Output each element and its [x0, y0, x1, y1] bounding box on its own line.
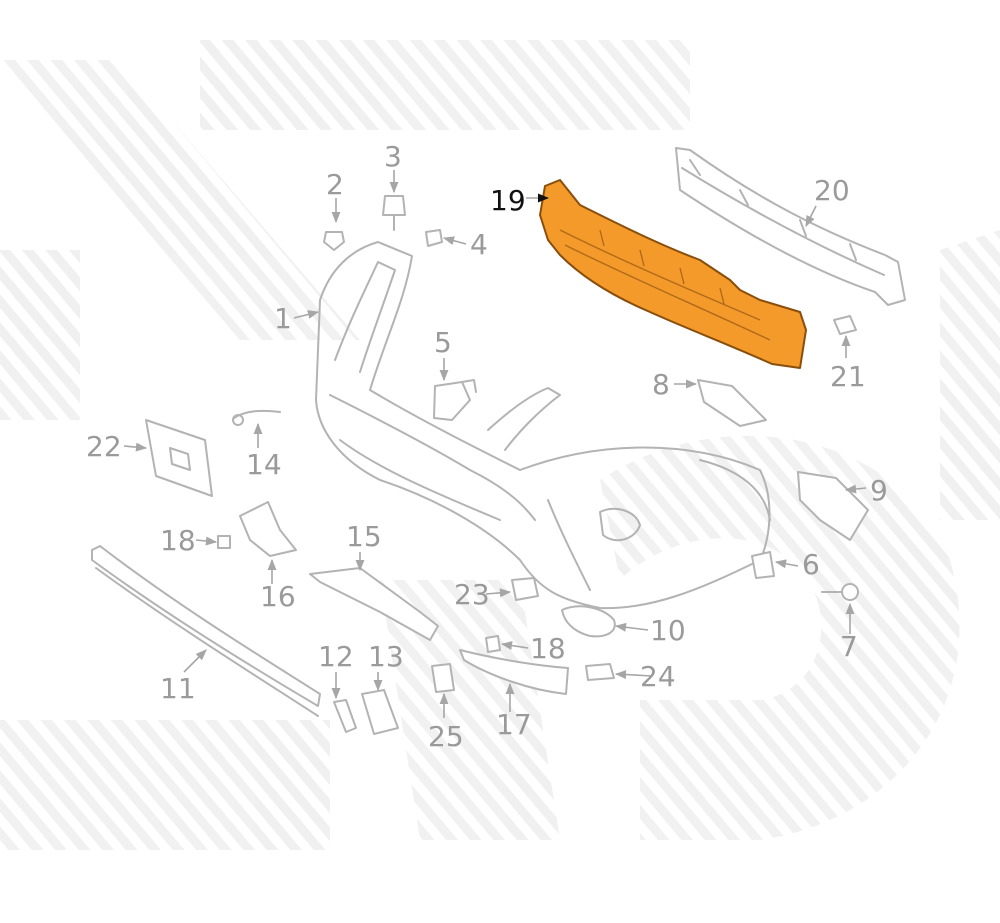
callout-8: 8 [652, 368, 670, 401]
callout-23: 23 [454, 578, 490, 611]
callout-2: 2 [326, 168, 344, 201]
callout-10: 10 [650, 614, 686, 647]
callout-4: 4 [470, 228, 488, 261]
bumper-cover [315, 241, 771, 610]
callout-labels: 1 2 3 4 5 6 7 8 9 10 11 12 13 14 15 16 1… [86, 140, 888, 753]
callout-21: 21 [830, 360, 866, 393]
callout-19: 19 [490, 184, 526, 217]
leader-lines [123, 170, 867, 718]
callout-12: 12 [318, 640, 354, 673]
callout-5: 5 [434, 326, 452, 359]
small-parts [91, 195, 869, 735]
callout-24: 24 [640, 660, 676, 693]
callout-6: 6 [802, 548, 820, 581]
callout-17: 17 [496, 708, 532, 741]
callout-13: 13 [368, 640, 404, 673]
callout-3: 3 [384, 140, 402, 173]
callout-7: 7 [840, 630, 858, 663]
energy-absorber-highlighted [539, 179, 807, 369]
callout-22: 22 [86, 430, 122, 463]
callout-1: 1 [274, 302, 292, 335]
callout-14: 14 [246, 448, 282, 481]
reinforcement-beam [675, 147, 906, 306]
callout-20: 20 [814, 174, 850, 207]
callout-9: 9 [870, 474, 888, 507]
callout-25: 25 [428, 720, 464, 753]
callout-16: 16 [260, 580, 296, 613]
callout-18-left: 18 [160, 524, 196, 557]
callout-18-right: 18 [530, 632, 566, 665]
callout-15: 15 [346, 520, 382, 553]
watermark [0, 40, 1000, 850]
callout-11: 11 [160, 672, 196, 705]
